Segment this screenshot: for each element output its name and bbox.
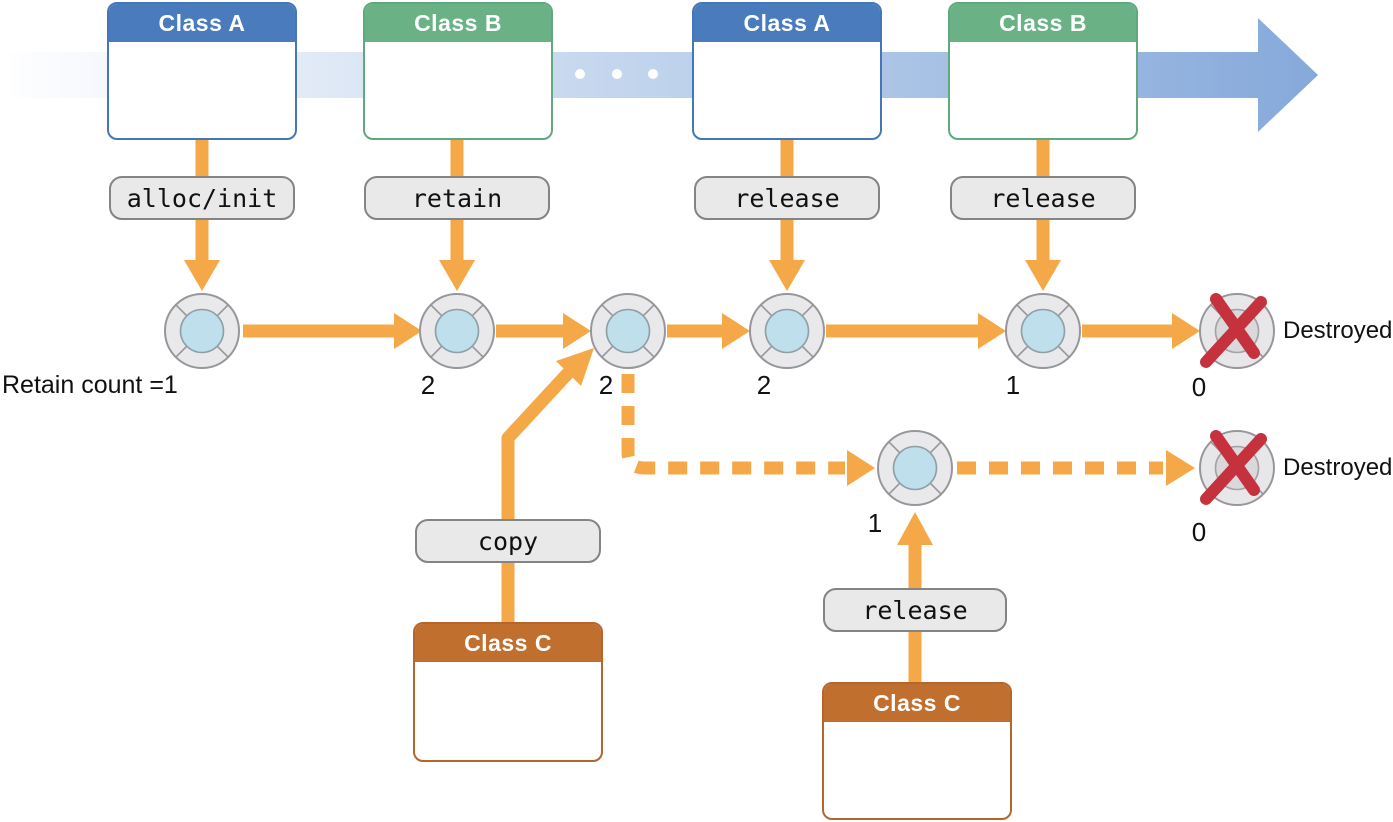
retain-count-5: 1 (1005, 370, 1021, 400)
retain-count-destroyed: 0 (1191, 372, 1207, 402)
arrow-obj1-to-obj2 (243, 313, 422, 349)
retain-count-copy-destroyed: 0 (1191, 517, 1207, 547)
timeline-ellipsis-dots (575, 69, 658, 79)
arrow-copy-up (501, 348, 594, 624)
dashed-copy-lifeline-1 (621, 374, 875, 486)
destroyed-object-icon-2 (1200, 431, 1274, 505)
object-icon-5 (1005, 293, 1081, 369)
class-box-a-1: Class A (107, 2, 297, 140)
object-icon-4 (749, 293, 825, 369)
timeline-ellipsis-dot (612, 69, 622, 79)
timeline-ellipsis-dot (648, 69, 658, 79)
timeline-ellipsis-dot (575, 69, 585, 79)
class-box-title: Class A (694, 4, 880, 42)
timeline-arrow (10, 18, 1318, 132)
retain-count-initial: Retain count =1 (2, 371, 178, 399)
op-label-copy: copy (415, 519, 601, 563)
class-box-title: Class B (950, 4, 1136, 42)
destroyed-object-icon-1 (1200, 294, 1274, 368)
arrow-obj3-to-obj4 (667, 313, 750, 349)
class-box-b-1: Class B (363, 2, 553, 140)
object-icon-1 (164, 293, 240, 369)
class-box-c-1: Class C (413, 622, 603, 762)
class-box-title: Class C (824, 684, 1010, 722)
copied-object-icon (877, 430, 953, 506)
retain-count-4: 2 (756, 370, 772, 400)
op-label-release-1: release (694, 176, 880, 220)
arrow-obj5-to-destroyed (1082, 313, 1200, 349)
class-box-title: Class C (415, 624, 601, 662)
object-icon-2 (419, 293, 495, 369)
retain-count-3: 2 (598, 370, 614, 400)
arrow-obj4-to-obj5 (826, 313, 1006, 349)
class-box-c-2: Class C (822, 682, 1012, 820)
op-label-retain: retain (364, 176, 550, 220)
class-box-title: Class A (109, 4, 295, 42)
object-icon-3 (590, 293, 666, 369)
op-label-release-2: release (950, 176, 1136, 220)
class-box-title: Class B (365, 4, 551, 42)
class-box-a-2: Class A (692, 2, 882, 140)
retain-count-2: 2 (420, 370, 436, 400)
retain-count-copy: 1 (867, 508, 883, 538)
op-label-alloc-init: alloc/init (109, 176, 295, 220)
dashed-copy-lifeline-2 (957, 450, 1195, 486)
destroyed-label-2: Destroyed (1283, 454, 1393, 481)
arrow-obj2-to-obj3 (496, 313, 591, 349)
destroyed-label-1: Destroyed (1283, 317, 1393, 344)
op-label-release-copy: release (823, 588, 1007, 632)
class-box-b-2: Class B (948, 2, 1138, 140)
